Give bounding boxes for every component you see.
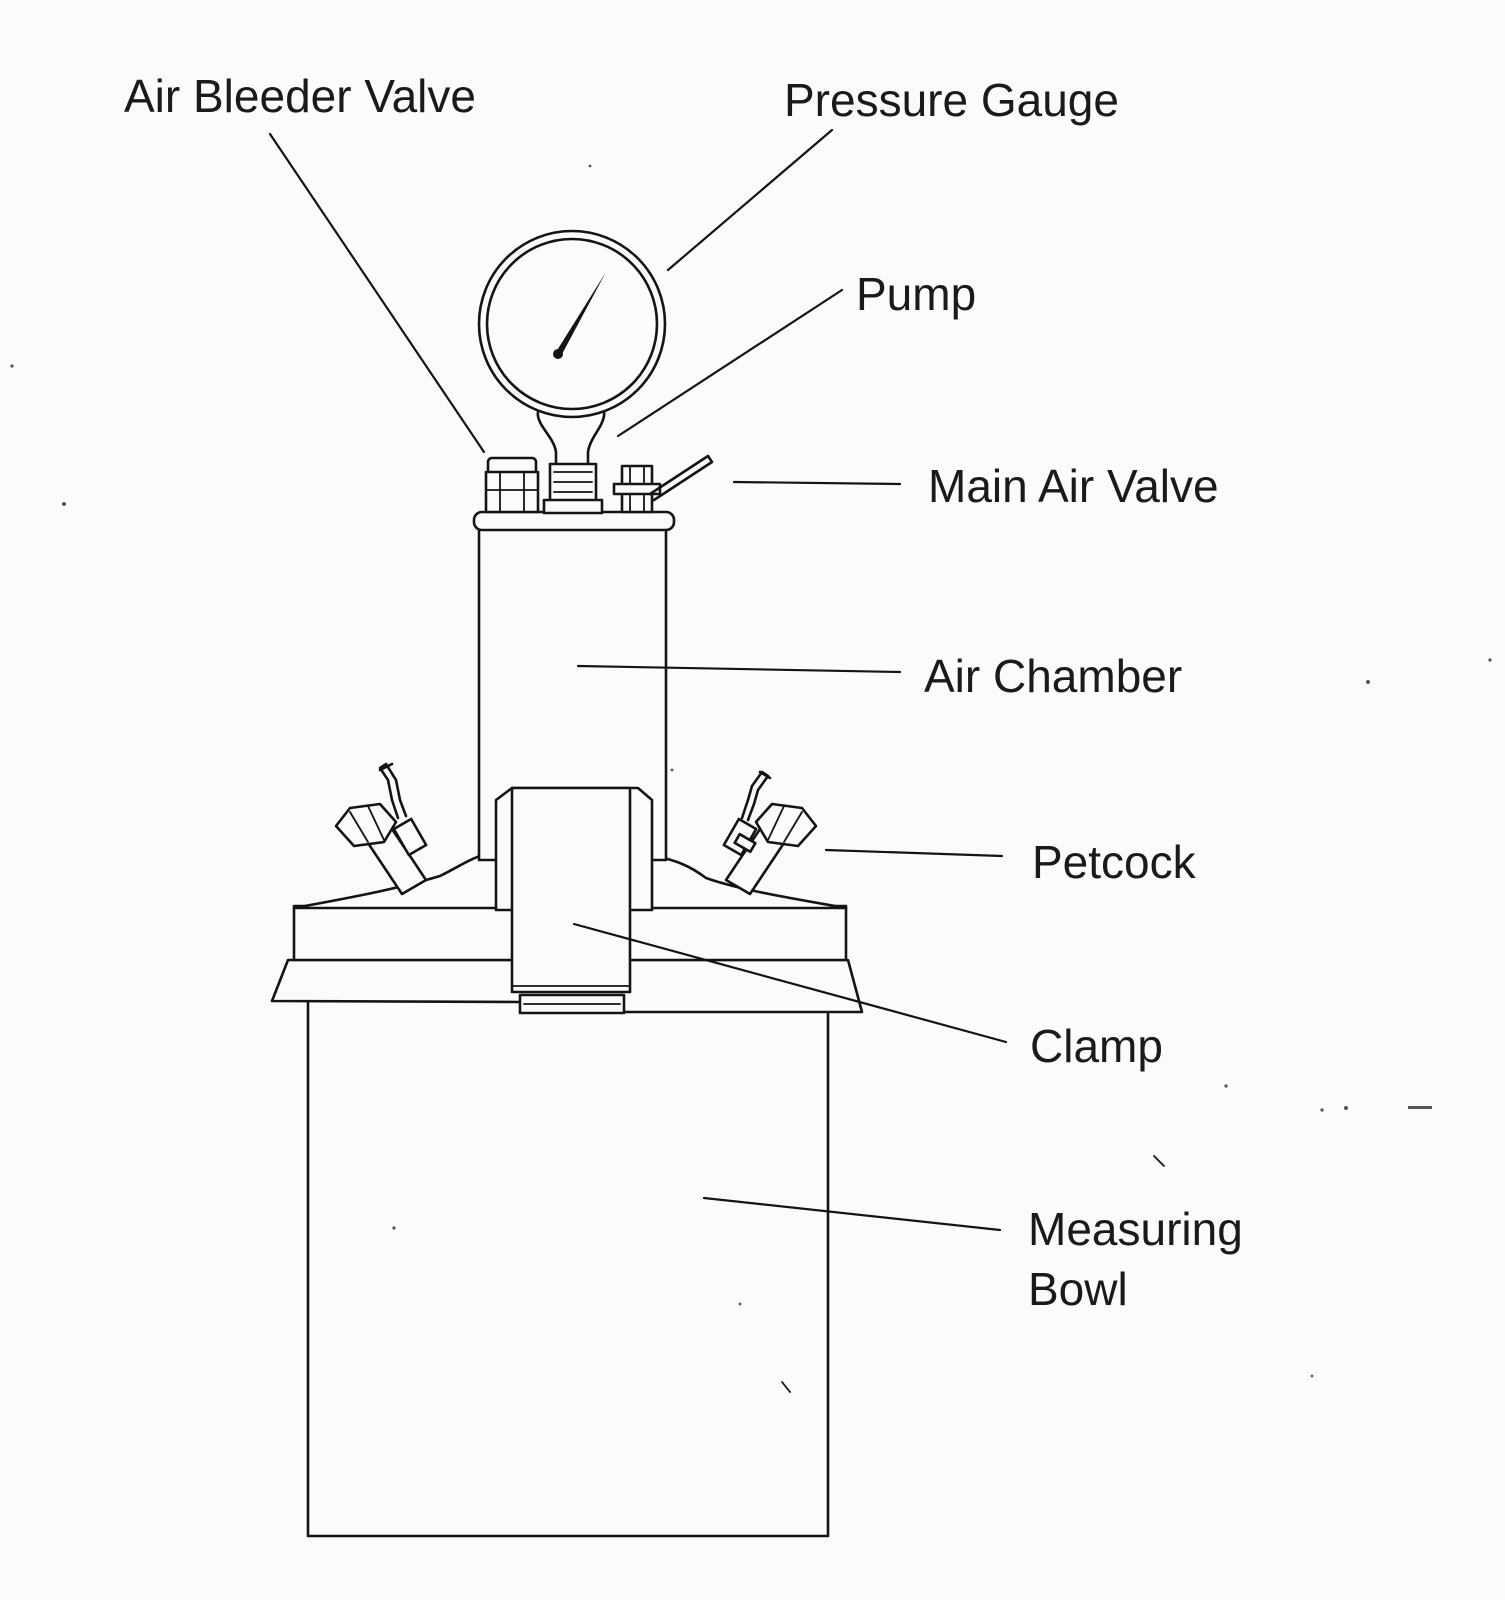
label-pressure-gauge: Pressure Gauge (784, 74, 1119, 126)
leader-lines (268, 128, 1008, 1232)
clamp (494, 786, 654, 994)
label-clamp: Clamp (1030, 1020, 1163, 1072)
label-measuring-bowl: Measuring Bowl (1028, 1200, 1243, 1320)
main-air-valve (612, 454, 714, 514)
label-petcock: Petcock (1032, 836, 1196, 888)
scan-specks (10, 164, 1492, 1393)
leader-air-bleeder-valve (268, 132, 486, 454)
leader-measuring-bowl (702, 1196, 1002, 1232)
air-bleeder-valve (484, 456, 540, 514)
leader-main-air-valve (732, 480, 902, 486)
pressure-gauge (477, 229, 667, 468)
left-petcock (334, 762, 428, 896)
leader-air-chamber (576, 664, 902, 674)
leader-clamp (572, 922, 1008, 1044)
leader-pressure-gauge (666, 128, 834, 272)
label-air-bleeder-valve: Air Bleeder Valve (124, 70, 476, 122)
leader-pump (616, 288, 844, 438)
label-main-air-valve: Main Air Valve (928, 460, 1219, 512)
label-measuring-bowl-line2: Bowl (1028, 1262, 1128, 1315)
measuring-bowl (306, 996, 830, 1538)
pump-fitting (542, 462, 604, 515)
label-measuring-bowl-line1: Measuring (1028, 1203, 1243, 1255)
leader-petcock (824, 848, 1004, 858)
right-petcock (722, 770, 818, 896)
label-air-chamber: Air Chamber (924, 650, 1183, 702)
label-pump: Pump (856, 268, 977, 320)
